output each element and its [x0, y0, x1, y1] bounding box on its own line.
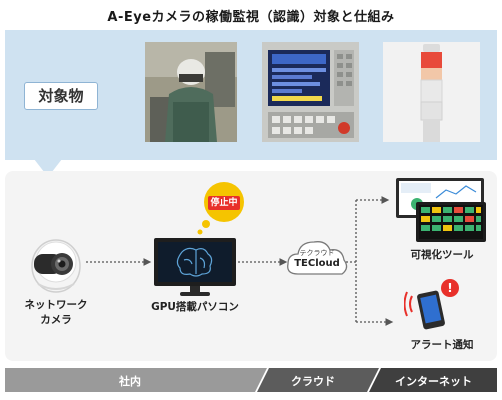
zone-cloud-segment — [257, 368, 379, 392]
network-camera-icon — [31, 239, 81, 293]
visualization-tool-label: 可視化ツール — [410, 249, 474, 261]
zone-internal-segment — [5, 368, 267, 392]
zone-internal-label: 社内 — [119, 375, 141, 388]
visualization-tool-icon — [396, 178, 486, 242]
targets-label: 対象物 — [24, 82, 98, 110]
camera-label: ネットワーク カメラ — [24, 299, 88, 326]
worker-photo — [145, 42, 237, 142]
zone-internet-segment — [369, 368, 497, 392]
page-title: A-Eyeカメラの稼働監視（認識）対象と仕組み — [107, 10, 395, 25]
zone-cloud-label: クラウド — [291, 375, 335, 388]
cloud-kana-label: テクラウド — [299, 249, 335, 257]
svg-text:!: ! — [447, 281, 452, 295]
machine-panel-photo — [262, 42, 359, 142]
alert-smartphone-icon: ! — [404, 279, 459, 330]
cloud-icon — [287, 241, 348, 275]
signal-tower-photo — [383, 42, 480, 142]
pc-label: GPU搭載パソコン — [151, 301, 239, 313]
cloud-name-label: TECloud — [294, 258, 340, 269]
stopped-badge: 停止中 — [208, 196, 240, 210]
zone-internet-label: インターネット — [395, 375, 472, 388]
alert-label: アラート通知 — [410, 339, 474, 351]
zone-bar — [5, 368, 497, 392]
gpu-pc-monitor-icon — [154, 238, 236, 296]
